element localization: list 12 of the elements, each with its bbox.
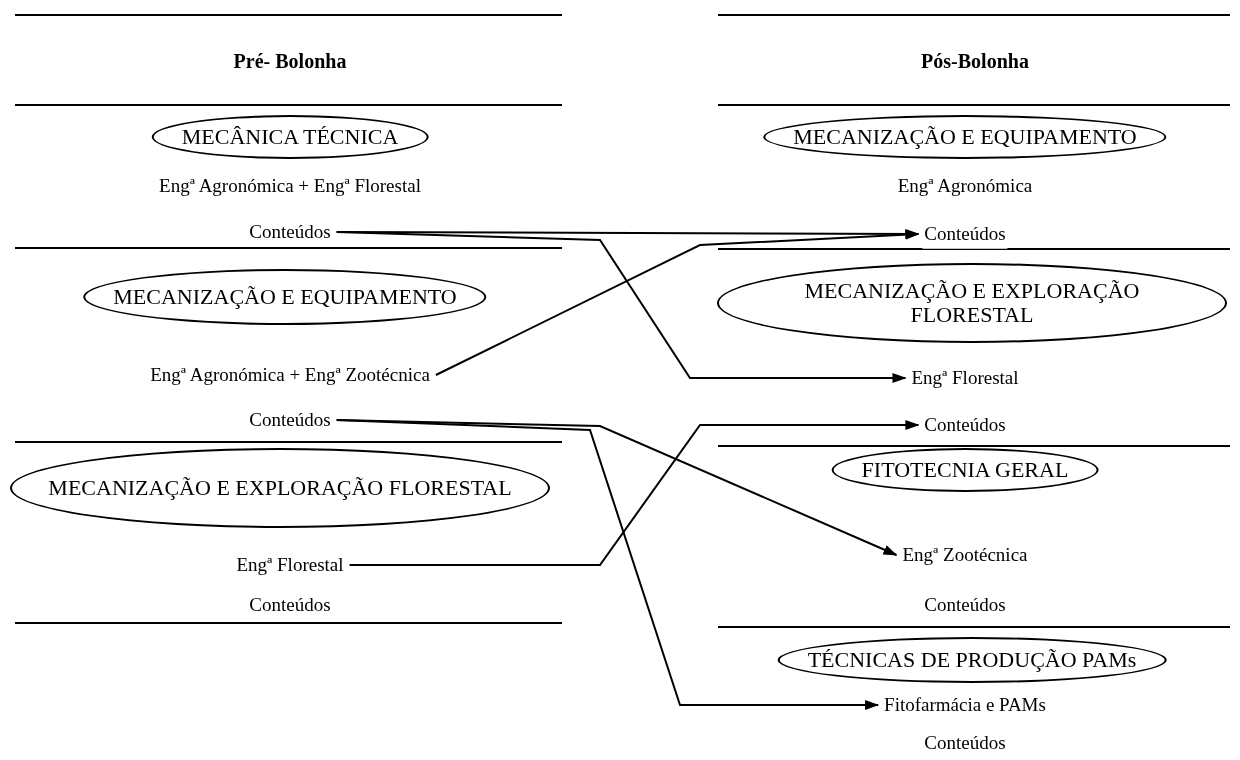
arrow	[434, 229, 920, 376]
course-ellipse: MECANIZAÇÃO E EXPLORAÇÃO FLORESTAL	[717, 263, 1227, 343]
course-ellipse: FITOTECNIA GERAL	[831, 448, 1099, 492]
course-ellipse: MECANIZAÇÃO E EQUIPAMENTO	[83, 269, 487, 325]
course-ellipse: MECÂNICA TÉCNICA	[151, 115, 429, 159]
arrow	[335, 419, 880, 710]
column-heading: Pré- Bolonha	[233, 49, 347, 74]
course-ellipse: MECANIZAÇÃO E EQUIPAMENTO	[763, 115, 1167, 159]
course-ellipse: MECANIZAÇÃO E EXPLORAÇÃO FLORESTAL	[10, 448, 550, 528]
column-heading: Pós-Bolonha	[921, 49, 1029, 74]
course-ellipse: TÉCNICAS DE PRODUÇÃO PAMs	[777, 637, 1167, 683]
arrow	[335, 231, 907, 383]
